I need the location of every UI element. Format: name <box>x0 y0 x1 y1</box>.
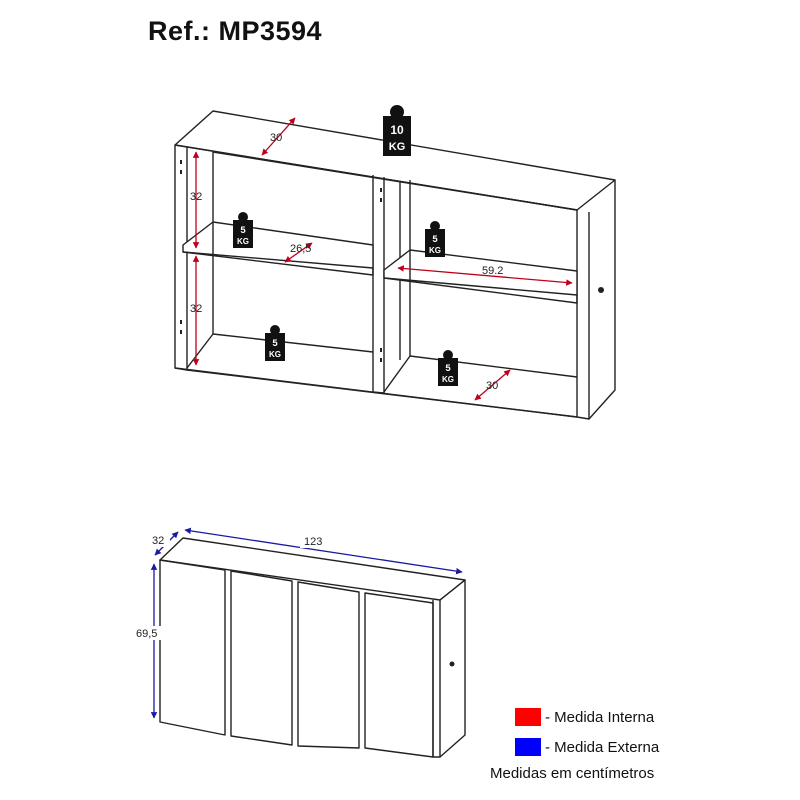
legend-external-swatch <box>515 738 541 756</box>
weight-top-value: 10 <box>390 123 404 137</box>
weight-shelf-right-unit: KG <box>429 246 441 255</box>
right-side-outer <box>588 180 616 420</box>
closed-right-side <box>439 579 466 758</box>
label-depth: 32 <box>152 535 164 547</box>
open-cabinet-drawing <box>174 110 616 420</box>
right-side <box>576 210 590 420</box>
weight-tag-shelf-right: 5 KG <box>425 221 445 257</box>
legend-internal-label: - Medida Interna <box>545 708 655 726</box>
closed-back-frame <box>432 600 441 758</box>
weight-tag-bottom-right: 5 KG <box>438 350 458 386</box>
weight-shelf-right-value: 5 <box>432 234 438 245</box>
weight-bottom-right-value: 5 <box>445 363 451 374</box>
inner-back-top <box>212 151 578 211</box>
dim-depth-top-line <box>261 117 296 156</box>
middle-divider <box>372 175 385 394</box>
dim-depth-bottom-line <box>474 369 511 401</box>
legend-internal: - Medida Interna <box>515 708 654 726</box>
label-shelf-depth: 26,5 <box>290 243 311 255</box>
left-side <box>174 145 188 371</box>
peg-holes <box>180 160 382 362</box>
door-4 <box>364 592 434 758</box>
external-dimension-labels: 32 123 69,5 <box>136 533 326 640</box>
closed-mount-hole <box>449 661 455 667</box>
dim-width-line <box>184 527 463 575</box>
weight-top-unit: KG <box>389 141 406 153</box>
legend-external-label: - Medida Externa <box>545 738 660 756</box>
door-2 <box>230 570 293 746</box>
weight-shelf-left-unit: KG <box>237 237 249 246</box>
dim-shelf-depth-line <box>284 242 313 263</box>
label-depth-bottom: 30 <box>486 380 498 392</box>
internal-dimensions <box>192 117 573 401</box>
product-reference-title: Ref.: MP3594 <box>148 16 323 46</box>
weight-shelf-left-value: 5 <box>240 225 246 236</box>
label-height-lower: 32 <box>190 303 202 315</box>
label-height: 69,5 <box>136 628 157 640</box>
weight-bottom-right-unit: KG <box>442 375 454 384</box>
door-3 <box>297 581 360 749</box>
weight-bottom-left-value: 5 <box>272 338 278 349</box>
shelf-right <box>383 249 578 296</box>
shelf-left <box>182 221 374 269</box>
legend-units-note: Medidas em centímetros <box>490 765 655 782</box>
label-width: 123 <box>304 536 322 548</box>
label-shelf-width: 59.2 <box>482 265 503 277</box>
weight-tag-top: 10 KG <box>383 105 411 156</box>
internal-dimension-labels: 30 32 32 26,5 59.2 30 <box>190 132 503 392</box>
label-height-upper: 32 <box>190 191 202 203</box>
weight-tag-shelf-left: 5 KG <box>233 212 253 248</box>
dim-shelf-width-line <box>397 265 573 286</box>
legend-internal-swatch <box>515 708 541 726</box>
weight-tag-bottom-left: 5 KG <box>265 325 285 361</box>
weight-bottom-left-unit: KG <box>269 350 281 359</box>
wall-mount-hole <box>598 287 604 293</box>
closed-cabinet-drawing <box>159 537 466 758</box>
label-depth-top: 30 <box>270 132 282 144</box>
legend-external: - Medida Externa <box>515 738 659 756</box>
door-1 <box>159 559 226 736</box>
